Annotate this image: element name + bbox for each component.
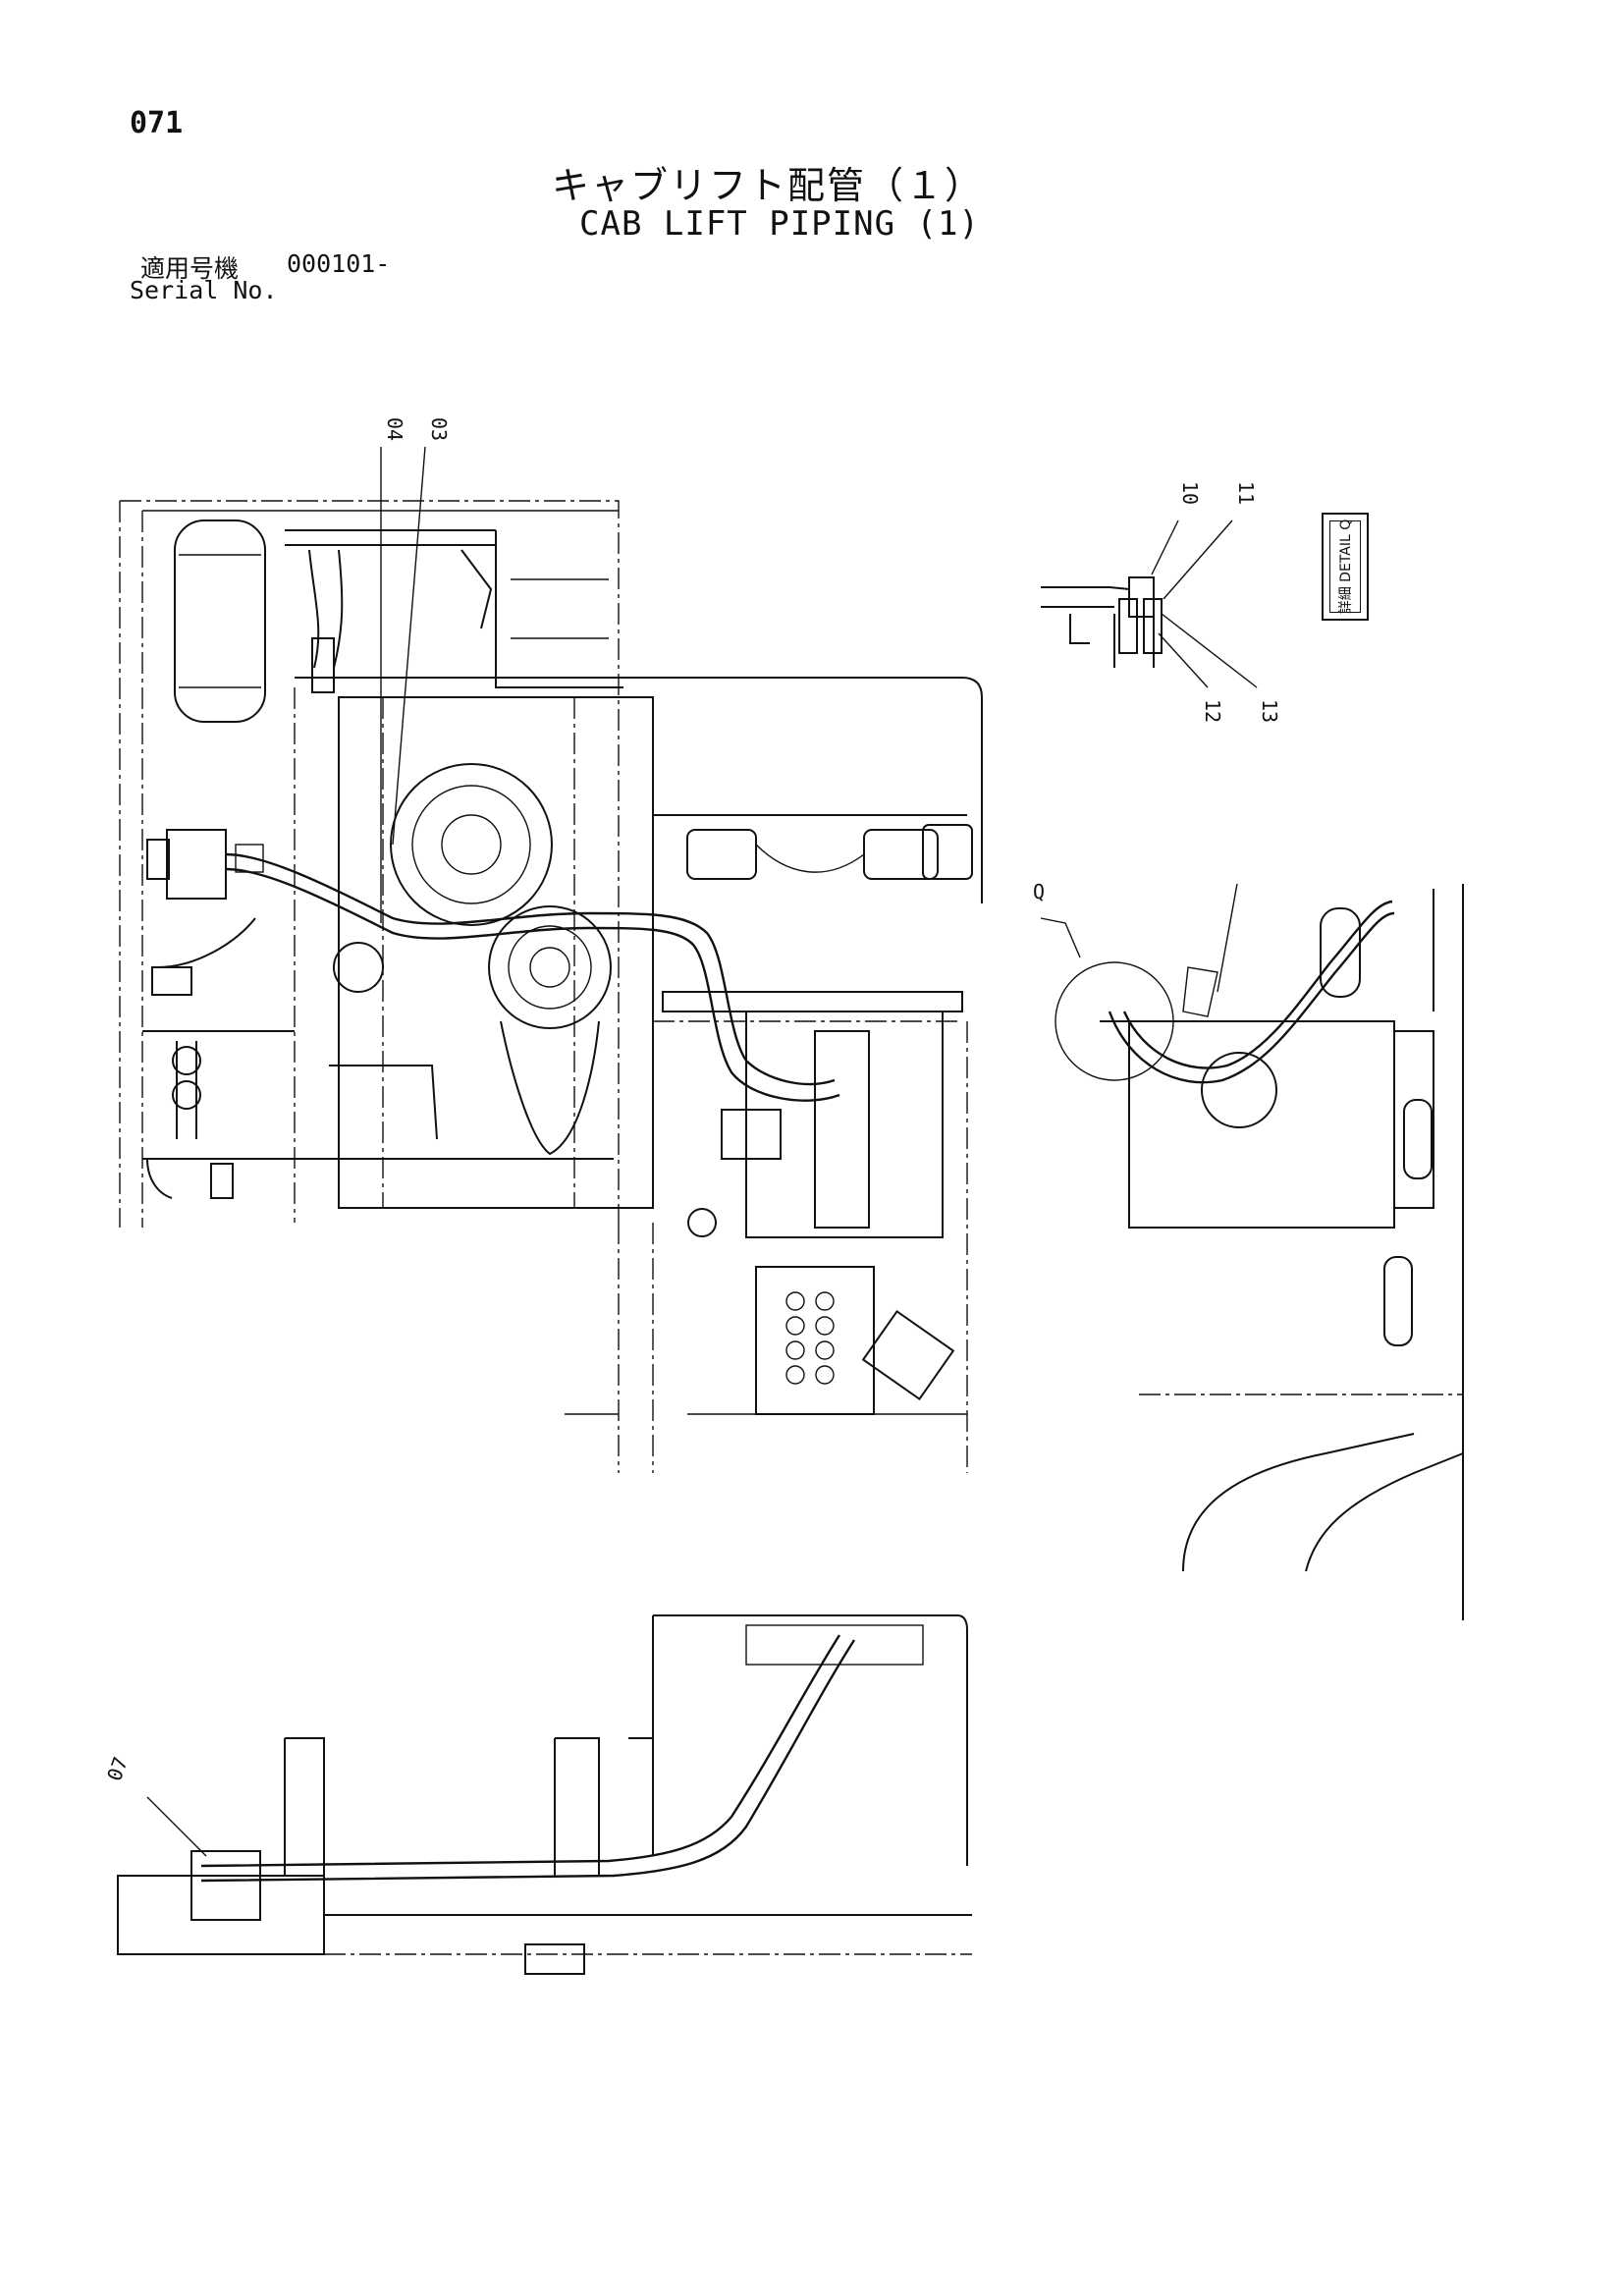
center-joint-inner [508, 925, 592, 1010]
port-cover [922, 824, 973, 880]
center-frame [338, 696, 654, 1209]
tank-band [179, 554, 261, 688]
middle-frame [295, 677, 983, 903]
swing-motor [390, 763, 553, 926]
page-number: 071 [130, 106, 184, 140]
top-rail [285, 529, 496, 546]
callout-03: 03 [427, 417, 451, 441]
side-tank-circle [1201, 1052, 1277, 1128]
side-window [1320, 907, 1361, 998]
filter [172, 1080, 201, 1110]
port-cover [686, 829, 757, 880]
swing-motor-core [441, 814, 502, 875]
serial-label-japanese: 適用号機 [140, 254, 240, 283]
side-frame-box [1100, 1020, 1395, 1229]
fitting-bracket [1069, 614, 1090, 644]
callout-04: 04 [383, 417, 406, 441]
bottom-bracket-row [745, 1624, 924, 1666]
fitting-pipe [1041, 586, 1130, 608]
bottom-block [190, 1850, 261, 1921]
bottom-swivel [524, 1943, 585, 1975]
side-view-right: Q [1033, 880, 1464, 1620]
side-valve [1182, 966, 1218, 1017]
bottom-hose-b [200, 1639, 856, 1883]
detail-box: 詳細 DETAIL Q [1322, 513, 1369, 621]
lower-plate [500, 1020, 600, 1156]
port-cover [863, 829, 939, 880]
fitting-pipe-down [1113, 614, 1155, 668]
detail-box-inner: 詳細 DETAIL Q [1329, 519, 1361, 614]
pump-frame [745, 1011, 944, 1238]
leader-13 [1161, 613, 1258, 688]
control-valve-spools [785, 1291, 835, 1385]
side-hose-a [1108, 911, 1395, 1084]
leader-07 [146, 1796, 207, 1857]
valve-fitting [146, 839, 170, 880]
boom-curve [1182, 1433, 1464, 1572]
plate-outline [329, 1065, 438, 1140]
cross-bar [662, 991, 963, 1012]
callout-11: 11 [1234, 481, 1258, 505]
center-joint [488, 905, 612, 1029]
pump-body [721, 1109, 782, 1160]
leader-q [1040, 917, 1081, 958]
leader-12 [1158, 632, 1209, 688]
bottom-post [628, 1737, 654, 1856]
side-hose-b [1122, 900, 1393, 1069]
side-frame-right [1433, 884, 1464, 1620]
round-plate [333, 942, 384, 993]
elbow-fitting [1128, 576, 1155, 618]
cab-lift-hose-b [225, 867, 840, 1102]
callout-12: 12 [1201, 699, 1224, 723]
fitting-detail: 10 11 12 13 [1041, 481, 1281, 723]
control-valve [755, 1266, 875, 1415]
callout-13: 13 [1258, 699, 1281, 723]
side-line [1217, 883, 1238, 993]
swing-motor-inner [411, 785, 531, 904]
main-top-view: 04 03 [119, 417, 983, 1473]
bottom-top-frame [653, 1614, 968, 1866]
title-english: CAB LIFT PIPING (1) [579, 204, 980, 244]
tank-contour [755, 844, 865, 873]
side-window [1383, 1256, 1413, 1346]
bottom-post [284, 1737, 325, 1876]
valve-block [166, 829, 227, 900]
upper-block-line [511, 578, 609, 639]
lower-dash-lines [618, 1021, 968, 1473]
left-fitting [151, 966, 192, 996]
valve-attachment [861, 1309, 955, 1401]
pump-block [814, 1030, 870, 1229]
bottom-base [117, 1875, 325, 1955]
side-frame-post [1394, 1030, 1434, 1209]
center-joint-core [529, 947, 570, 988]
bottom-side-view: 07 [102, 1614, 972, 1975]
lower-fitting [210, 1163, 234, 1199]
corner [146, 1158, 173, 1199]
horn-bracket [311, 637, 335, 693]
union [1118, 598, 1138, 654]
title-japanese: キャブリフト配管（１） [552, 164, 985, 207]
bottom-post [554, 1737, 600, 1876]
callout-detail-q: Q [1033, 880, 1045, 903]
frame-outline-top [120, 500, 620, 1223]
upper-block [495, 530, 623, 688]
hole [687, 1208, 717, 1237]
air-tank [174, 519, 266, 723]
union [1143, 598, 1163, 654]
callout-07: 07 [102, 1754, 133, 1784]
top-bracket [460, 549, 493, 629]
side-window [1403, 1099, 1433, 1179]
serial-value: 000101- [287, 249, 391, 278]
horn [308, 549, 344, 669]
left-pipe [176, 1041, 197, 1139]
left-hose [156, 917, 256, 968]
leader-10 [1151, 519, 1179, 575]
serial-label-english: Serial No. [130, 276, 278, 304]
filter [172, 1046, 201, 1075]
leader-03 [392, 446, 426, 846]
callout-10: 10 [1178, 481, 1202, 505]
leader-11 [1163, 519, 1233, 600]
